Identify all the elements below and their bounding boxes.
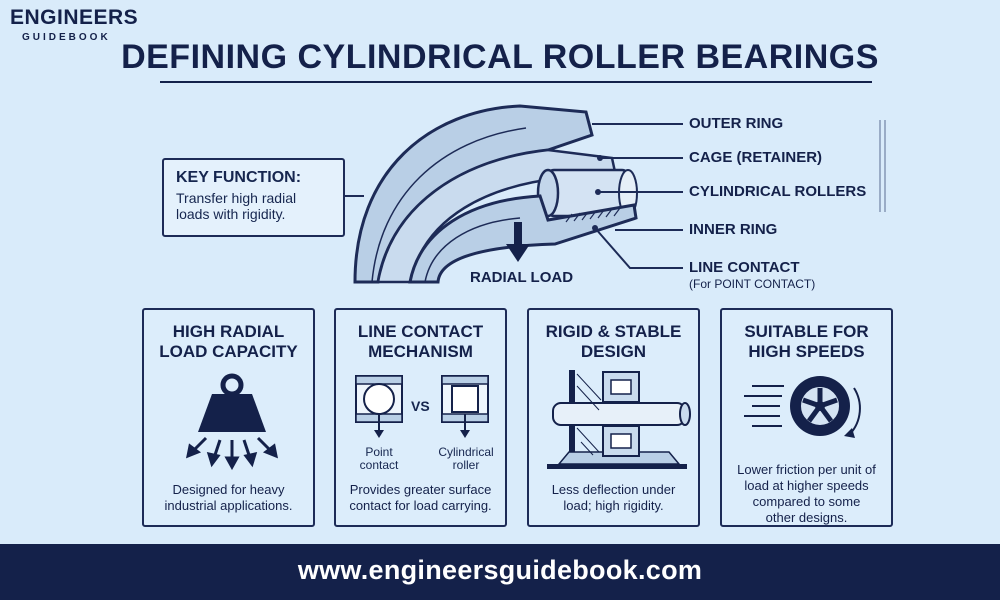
- key-function-line1: Transfer high radial: [176, 190, 297, 206]
- cage-label: CAGE (RETAINER): [689, 149, 823, 166]
- card-title-line2: LOAD CAPACITY: [159, 342, 298, 361]
- key-function-box: KEY FUNCTION: Transfer high radial loads…: [162, 158, 345, 237]
- vs-label: VS: [411, 398, 430, 414]
- card-desc-line2: load at higher speeds: [744, 478, 869, 493]
- card-title-line2: MECHANISM: [368, 342, 473, 361]
- line-contact-label: LINE CONTACT: [689, 259, 800, 276]
- cage-shape: [376, 148, 617, 284]
- card-desc-line4: other designs.: [765, 510, 848, 525]
- card-title-line1: RIGID & STABLE: [545, 322, 682, 341]
- card-desc-line2: load; high rigidity.: [563, 498, 664, 513]
- title-underline: [160, 81, 872, 83]
- weight-icon: [185, 373, 279, 471]
- card-desc-line2: industrial applications.: [164, 498, 293, 513]
- radial-load-arrow: [506, 222, 530, 262]
- footer-bar: [0, 544, 1000, 600]
- card-desc-line1: Provides greater surface: [349, 482, 492, 497]
- contact-comparison-icon: [355, 375, 489, 438]
- card-title-line2: HIGH SPEEDS: [748, 342, 865, 361]
- point-contact-caption-line1: Point: [365, 445, 393, 459]
- card-line-contact: LINE CONTACT MECHANISM VS Point contact …: [334, 308, 507, 527]
- cylindrical-roller-caption: Cylindrical roller: [430, 446, 502, 472]
- outer-ring-label: OUTER RING: [689, 115, 784, 132]
- card-title: LINE CONTACT MECHANISM: [336, 322, 505, 362]
- card-desc-line3: compared to some: [752, 494, 861, 509]
- card-title-line1: LINE CONTACT: [357, 322, 484, 341]
- radial-load-label: RADIAL LOAD: [470, 269, 574, 286]
- line-contact-note: (For POINT CONTACT): [689, 277, 816, 291]
- rollers-label: CYLINDRICAL ROLLERS: [689, 183, 867, 200]
- card-desc-line1: Designed for heavy: [172, 482, 285, 497]
- card-title: HIGH RADIAL LOAD CAPACITY: [144, 322, 313, 362]
- spinning-wheel-icon: [744, 376, 861, 438]
- card-desc-line2: contact for load carrying.: [349, 498, 492, 513]
- inner-ring-shape: [408, 194, 638, 284]
- page-title: DEFINING CYLINDRICAL ROLLER BEARINGS: [121, 38, 879, 76]
- cylindrical-roller-caption-line1: Cylindrical: [438, 445, 494, 459]
- card-desc-line1: Less deflection under: [551, 482, 676, 497]
- cylindrical-roller-caption-line2: roller: [452, 458, 480, 472]
- card-title: RIGID & STABLE DESIGN: [529, 322, 698, 362]
- brand-name: ENGINEERS: [10, 6, 139, 29]
- shaft-bearing-icon: [547, 370, 691, 469]
- inner-ring-label: INNER RING: [689, 221, 778, 238]
- card-desc-line1: Lower friction per unit of: [737, 462, 876, 477]
- key-function-line2: loads with rigidity.: [176, 206, 286, 222]
- card-title-line1: HIGH RADIAL: [172, 322, 285, 341]
- point-contact-caption: Point contact: [348, 446, 410, 472]
- key-function-title: KEY FUNCTION:: [176, 169, 302, 186]
- card-title-line2: DESIGN: [580, 342, 647, 361]
- card-rigid-stable: RIGID & STABLE DESIGN Less deflection un…: [527, 308, 700, 527]
- card-high-speeds: SUITABLE FOR HIGH SPEEDS Lower friction …: [720, 308, 893, 527]
- point-contact-caption-line2: contact: [359, 458, 399, 472]
- footer-url-link[interactable]: www.engineersguidebook.com: [297, 555, 703, 585]
- brand-subname: GUIDEBOOK: [22, 32, 111, 43]
- card-title-line1: SUITABLE FOR: [744, 322, 869, 341]
- card-title: SUITABLE FOR HIGH SPEEDS: [722, 322, 891, 362]
- card-high-radial-load: HIGH RADIAL LOAD CAPACITY Designed for h…: [142, 308, 315, 527]
